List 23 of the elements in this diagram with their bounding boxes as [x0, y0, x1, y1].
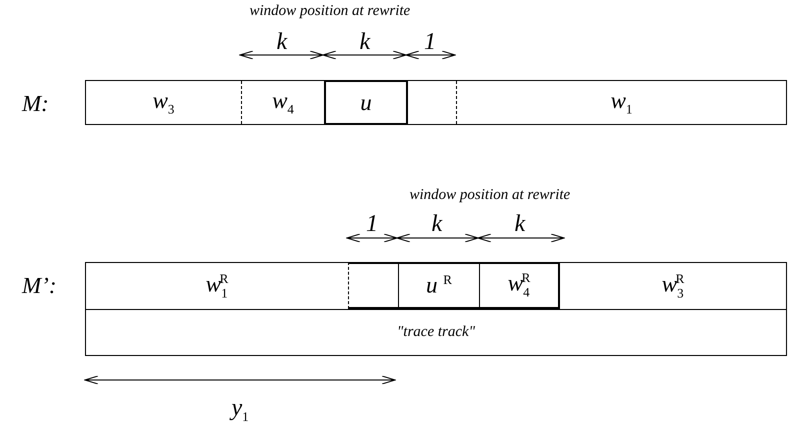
- cell-label: w$_{4}$: [272, 88, 294, 118]
- dimension-label: 1: [424, 30, 436, 54]
- caption: window position at rewrite: [410, 188, 570, 203]
- cell-label: w$_{3}$: [152, 88, 174, 118]
- tape-label: M:: [22, 92, 49, 115]
- cell-label: u $^{R}$: [426, 272, 452, 299]
- dimension-label: y$_{1}$: [232, 396, 249, 422]
- tape-box: [85, 80, 787, 125]
- dimension-label: k: [360, 30, 370, 54]
- cell-label: u: [360, 90, 372, 116]
- tape-cell: [348, 262, 398, 309]
- tape-cell: [398, 262, 479, 309]
- tape-cell: [479, 262, 560, 309]
- dimension-label: k: [276, 30, 288, 54]
- dimension-label: k: [432, 212, 442, 236]
- tape-box: [85, 262, 787, 356]
- tape-cell: [324, 80, 408, 125]
- dimension-label: 1: [366, 212, 378, 236]
- tape-label: M’:: [22, 274, 56, 297]
- cell-label: w$_{1}$: [610, 88, 632, 118]
- track-label: "trace track": [397, 324, 475, 341]
- dimension-label: k: [514, 212, 526, 236]
- caption: window position at rewrite: [250, 4, 410, 19]
